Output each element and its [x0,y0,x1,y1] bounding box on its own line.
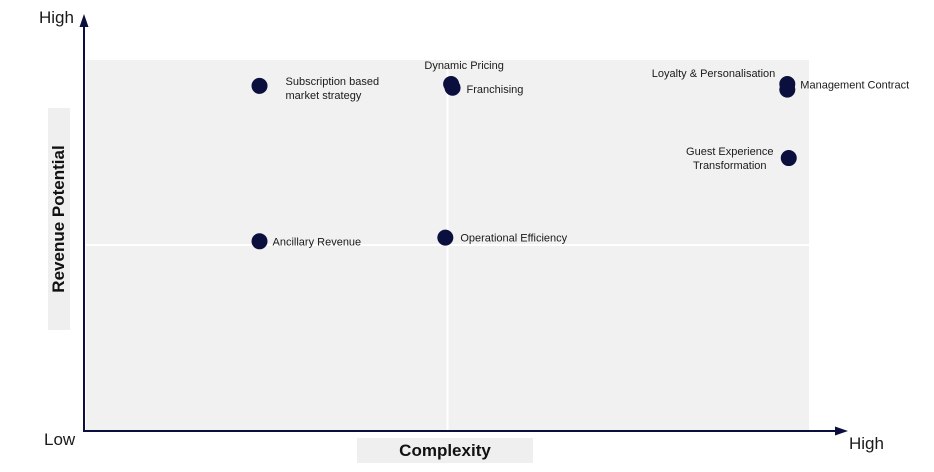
data-point-label: Management Contract [800,80,909,92]
y-axis-arrowhead [79,14,89,27]
y-axis-label: Revenue Potential [49,145,68,293]
data-point [444,79,461,96]
y-axis-label-background [48,108,70,330]
data-point-label: Dynamic Pricing [424,60,503,72]
data-point-label: Ancillary Revenue [273,236,362,248]
data-point-label: Operational Efficiency [460,233,567,245]
data-point [437,229,454,246]
x-axis-label-background [357,438,533,463]
data-point [251,233,268,250]
x-axis-high-label: High [849,434,884,453]
data-point [251,77,268,94]
x-axis-label: Complexity [399,441,491,460]
x-axis-arrowhead [835,426,848,436]
data-point [779,81,796,98]
y-axis-high-label: High [39,8,74,27]
data-point-label: Loyalty & Personalisation [652,68,776,80]
data-point [780,150,797,167]
data-point-label: Franchising [467,84,524,96]
x-axis-low-label: Low [44,430,76,449]
